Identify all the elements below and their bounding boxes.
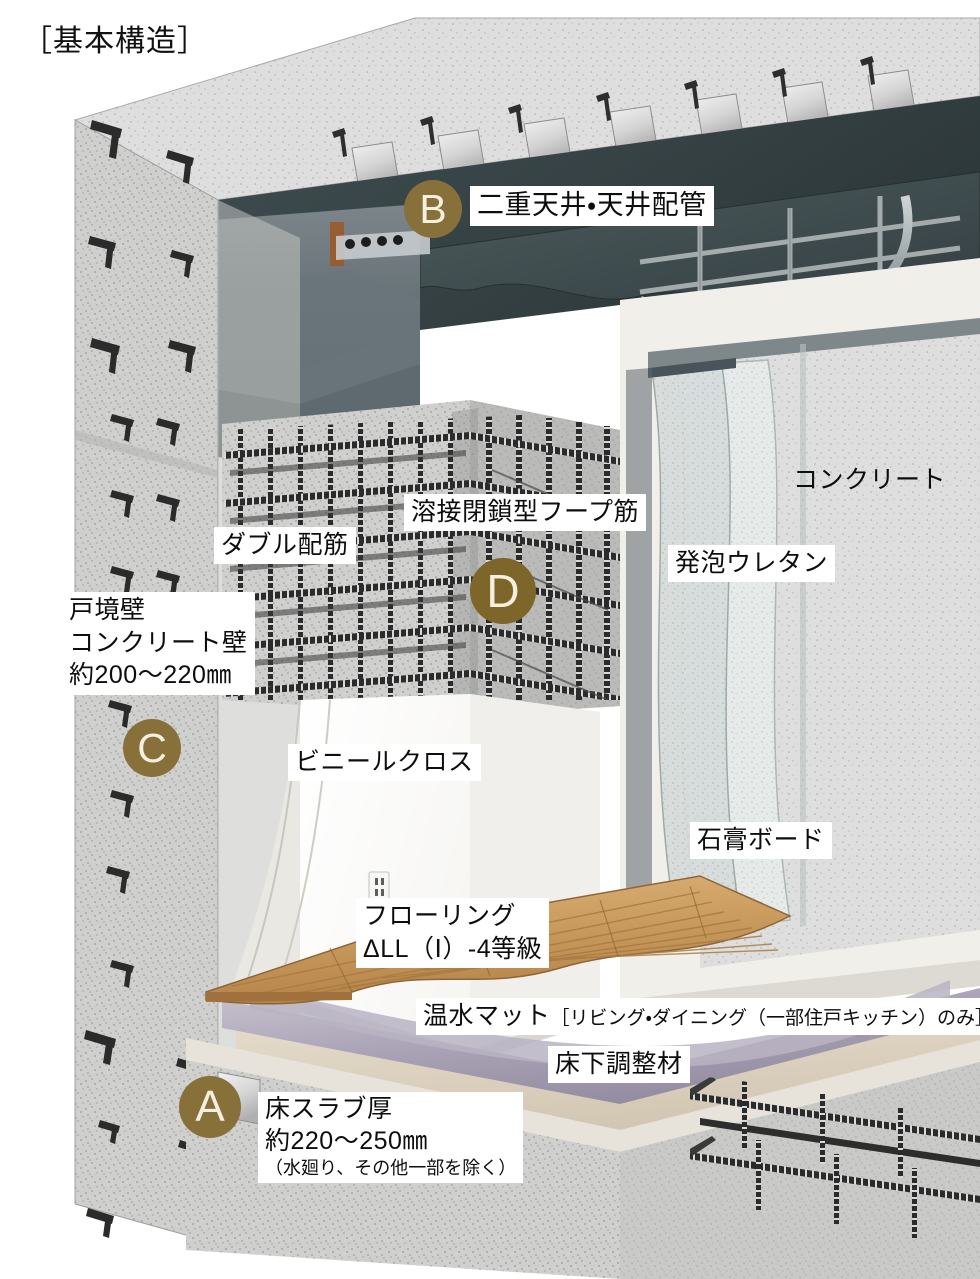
label-underfloor-adjuster: 床下調整材 bbox=[548, 1046, 690, 1083]
marker-d-letter: D bbox=[486, 565, 520, 617]
label-welded-closed-hoop-text: 溶接閉鎖型フープ筋 bbox=[411, 498, 640, 526]
marker-a[interactable]: A bbox=[179, 1076, 241, 1138]
label-floor-slab-line1: 床スラブ厚 bbox=[265, 1095, 393, 1123]
label-concrete-text: コンクリート bbox=[793, 466, 947, 494]
marker-d[interactable]: D bbox=[470, 558, 536, 624]
label-party-wall-line1: 戸境壁 bbox=[69, 596, 146, 624]
label-party-wall-line2: コンクリート壁 bbox=[69, 628, 248, 657]
marker-a-letter: A bbox=[195, 1082, 225, 1131]
label-hot-water-mat: 温水マット［リビング・ダイニング（一部住戸キッチン）のみ］ bbox=[416, 998, 980, 1035]
label-double-rebar-text: ダブル配筋 bbox=[221, 531, 349, 559]
label-party-wall-line3: 約200～220㎜ bbox=[69, 661, 232, 689]
label-hot-water-mat-note: ［リビング・ダイニング（一部住戸キッチン）のみ］ bbox=[550, 1008, 980, 1029]
label-double-ceiling: 二重天井・天井配管 bbox=[470, 186, 714, 226]
label-double-ceiling-text: 二重天井・天井配管 bbox=[477, 190, 707, 220]
label-urethane-foam: 発泡ウレタン bbox=[668, 545, 836, 582]
label-welded-closed-hoop: 溶接閉鎖型フープ筋 bbox=[404, 494, 647, 531]
label-party-wall: 戸境壁 コンクリート壁 約200～220㎜ bbox=[62, 592, 255, 695]
label-hot-water-mat-main: 温水マット bbox=[423, 1002, 551, 1030]
label-underfloor-adjuster-text: 床下調整材 bbox=[555, 1050, 683, 1078]
label-floor-slab: 床スラブ厚 約220～250㎜ （水廻り、その他一部を除く） bbox=[258, 1092, 524, 1183]
label-double-rebar: ダブル配筋 bbox=[214, 527, 356, 564]
label-gypsum-board-text: 石膏ボード bbox=[697, 826, 825, 854]
label-vinyl-cloth: ビニールクロス bbox=[288, 744, 481, 781]
label-vinyl-cloth-text: ビニールクロス bbox=[295, 748, 474, 776]
label-floor-slab-line2: 約220～250㎜ bbox=[265, 1126, 428, 1155]
marker-c[interactable]: C bbox=[123, 719, 181, 777]
label-flooring-line1: フローリング bbox=[363, 902, 517, 930]
label-flooring: フローリング ΔLL（Ⅰ）-4等級 bbox=[356, 898, 550, 968]
page-title: ［基本構造］ bbox=[22, 25, 208, 58]
label-gypsum-board: 石膏ボード bbox=[690, 822, 832, 859]
label-flooring-line2: ΔLL（Ⅰ）-4等級 bbox=[363, 934, 543, 963]
marker-c-letter: C bbox=[137, 724, 167, 771]
label-urethane-foam-text: 発泡ウレタン bbox=[675, 549, 829, 577]
marker-b[interactable]: B bbox=[404, 180, 462, 238]
marker-b-letter: B bbox=[419, 185, 447, 232]
label-concrete: コンクリート bbox=[786, 462, 953, 499]
label-floor-slab-note: （水廻り、その他一部を除く） bbox=[265, 1158, 517, 1178]
